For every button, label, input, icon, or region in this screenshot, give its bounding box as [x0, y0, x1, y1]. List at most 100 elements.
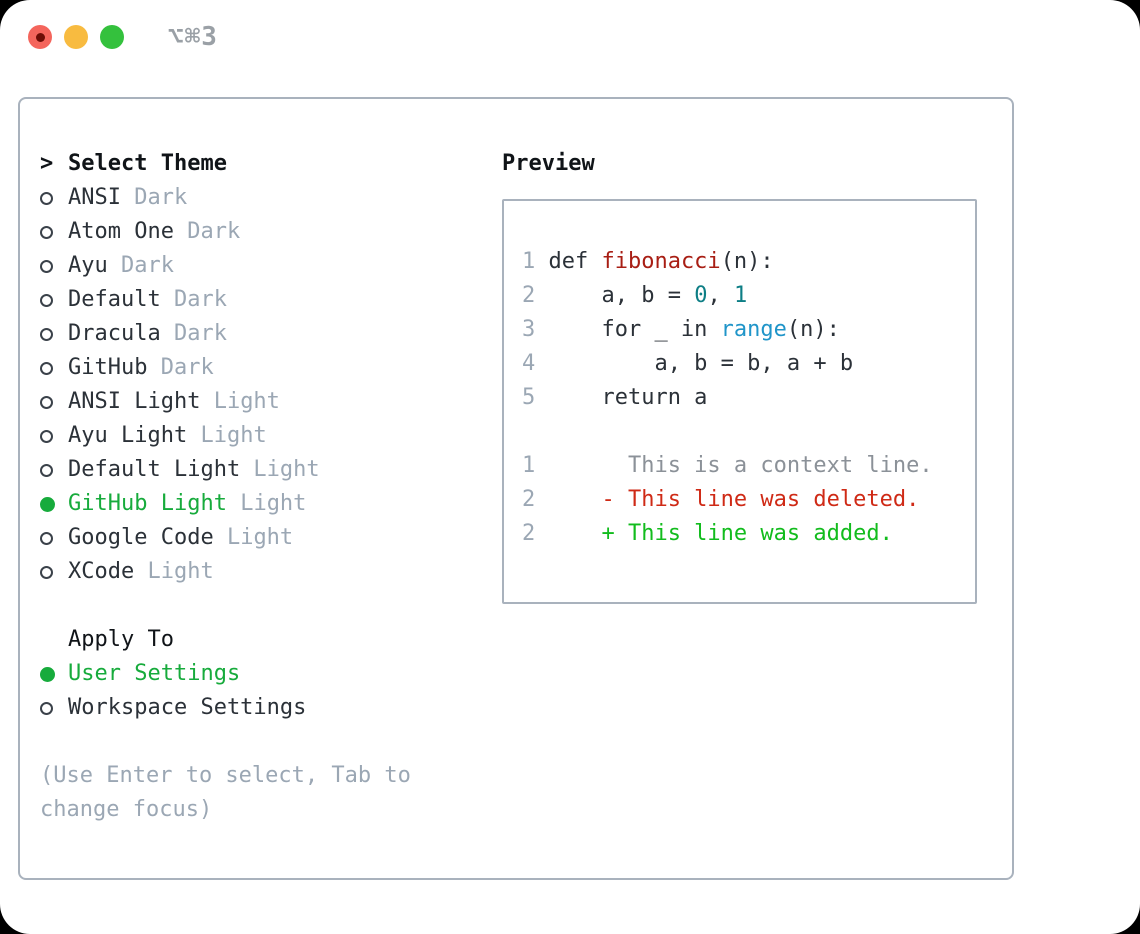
apply-option-label: Workspace Settings: [68, 695, 307, 720]
radio-marker: [40, 191, 68, 205]
theme-name: Atom One: [68, 219, 174, 244]
radio-marker: [40, 395, 68, 409]
line-number: 2: [522, 487, 536, 512]
theme-option-ansi[interactable]: ANSI Dark: [40, 181, 502, 215]
code-line: 2 + This line was added.: [522, 517, 957, 551]
theme-option-github-light[interactable]: GitHub Light Light: [40, 487, 502, 521]
radio-marker: [40, 463, 68, 477]
picker-title: Select Theme: [68, 151, 227, 176]
prompt-chevron-icon: >: [40, 151, 54, 176]
theme-variant: Light: [240, 457, 320, 482]
line-number: 3: [522, 317, 536, 342]
radio-marker: [40, 429, 68, 443]
theme-name: GitHub: [68, 355, 148, 380]
radio-marker: [40, 565, 68, 579]
window-title: ⌥⌘3: [168, 22, 218, 52]
theme-variant: Dark: [107, 253, 174, 278]
code-segment-added: + This line was added.: [548, 521, 893, 546]
code-line: 1 def fibonacci(n):: [522, 245, 957, 279]
code-segment-number: 0: [694, 283, 708, 308]
minimize-button[interactable]: [64, 25, 88, 49]
code-segment-context: This is a context line.: [548, 453, 933, 478]
radio-unselected-icon: [40, 429, 53, 443]
apply-to-header: Apply To: [40, 623, 502, 657]
radio-unselected-icon: [40, 531, 53, 545]
zoom-button[interactable]: [100, 25, 124, 49]
theme-option-xcode[interactable]: XCode Light: [40, 555, 502, 589]
radio-selected-icon: [40, 496, 55, 512]
line-number: 2: [522, 283, 536, 308]
radio-marker: [40, 701, 68, 715]
code-segment-function: fibonacci: [601, 249, 721, 274]
code-line-blank: [522, 415, 957, 449]
theme-option-default[interactable]: Default Dark: [40, 283, 502, 317]
code-segment-builtin: range: [720, 317, 787, 342]
radio-marker: [40, 327, 68, 341]
theme-name: ANSI: [68, 185, 121, 210]
radio-unselected-icon: [40, 565, 53, 579]
theme-variant: Light: [213, 525, 294, 550]
code-segment-code: ,: [707, 283, 734, 308]
theme-name: ANSI Light: [68, 389, 201, 414]
theme-option-github[interactable]: GitHub Dark: [40, 351, 502, 385]
code-line: 3 for _ in range(n):: [522, 313, 957, 347]
theme-variant: Dark: [160, 287, 227, 312]
radio-unselected-icon: [40, 225, 53, 239]
radio-unselected-icon: [40, 701, 53, 715]
theme-option-default-light[interactable]: Default Light Light: [40, 453, 502, 487]
radio-unselected-icon: [40, 259, 53, 273]
radio-unselected-icon: [40, 327, 53, 341]
theme-variant: Dark: [120, 185, 188, 210]
radio-unselected-icon: [40, 463, 53, 477]
theme-option-google-code[interactable]: Google Code Light: [40, 521, 502, 555]
titlebar: ⌥⌘3: [0, 0, 1140, 97]
code-segment-code: (n):: [720, 249, 774, 274]
theme-name: Ayu Light: [68, 423, 188, 448]
radio-marker: [40, 361, 68, 375]
theme-name: XCode: [68, 559, 135, 584]
apply-option-user-settings[interactable]: User Settings: [40, 657, 502, 691]
line-number: 4: [522, 351, 536, 376]
select-theme-header: > Select Theme: [40, 147, 502, 181]
theme-name: Google Code: [68, 525, 214, 550]
apply-option-workspace-settings[interactable]: Workspace Settings: [40, 691, 502, 725]
theme-option-atom-one[interactable]: Atom One Dark: [40, 215, 502, 249]
radio-selected-icon: [40, 666, 55, 682]
line-number: 1: [522, 249, 536, 274]
close-button[interactable]: [28, 25, 52, 49]
theme-option-ayu[interactable]: Ayu Dark: [40, 249, 502, 283]
radio-marker: [40, 531, 68, 545]
code-segment-code: a, b =: [548, 283, 695, 308]
code-segment-number: 1: [733, 283, 748, 308]
apply-to-title: Apply To: [68, 627, 174, 652]
theme-variant: Light: [200, 389, 280, 414]
code-segment-code: return a: [548, 385, 708, 410]
code-line: 1 This is a context line.: [522, 449, 957, 483]
code-segment-code: for _ in: [548, 317, 721, 342]
theme-option-dracula[interactable]: Dracula Dark: [40, 317, 502, 351]
theme-name: GitHub Light: [68, 491, 227, 516]
theme-variant: Dark: [160, 321, 227, 346]
theme-variant: Light: [134, 559, 214, 584]
code-segment-code: def: [548, 249, 602, 274]
keyboard-hint: (Use Enter to select, Tab to change focu…: [40, 763, 411, 822]
line-number: 5: [522, 385, 536, 410]
radio-marker: [40, 496, 68, 512]
line-number: 1: [522, 453, 536, 478]
code-segment-code: (n):: [786, 317, 840, 342]
code-line: 5 return a: [522, 381, 957, 415]
theme-option-ansi-light[interactable]: ANSI Light Light: [40, 385, 502, 419]
radio-marker: [40, 666, 68, 682]
code-line: 2 - This line was deleted.: [522, 483, 957, 517]
theme-option-ayu-light[interactable]: Ayu Light Light: [40, 419, 502, 453]
radio-marker: [40, 293, 68, 307]
theme-name: Dracula: [68, 321, 161, 346]
